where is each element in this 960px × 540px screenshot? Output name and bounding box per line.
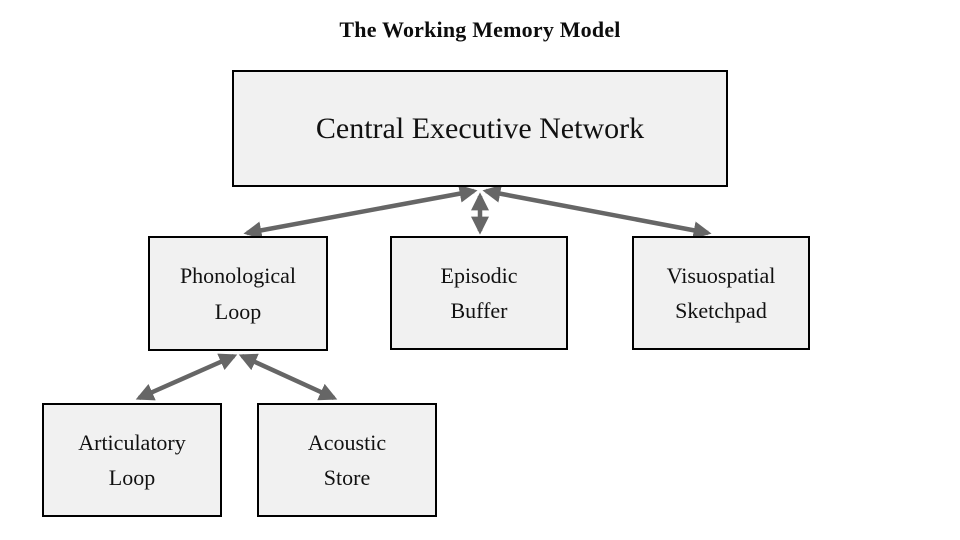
node-label-line: Phonological bbox=[179, 263, 297, 289]
node-articulatory-loop: Articulatory Loop bbox=[42, 403, 222, 517]
node-label-line: Articulatory bbox=[78, 429, 186, 455]
edge-central-to-visuospatial-arrow bbox=[482, 184, 712, 240]
node-label-line: Loop bbox=[214, 298, 262, 324]
node-phonological-loop: Phonological Loop bbox=[148, 236, 328, 351]
node-label-line: Sketchpad bbox=[675, 298, 767, 323]
node-visuospatial-sketchpad: Visuospatial Sketchpad bbox=[632, 236, 810, 350]
node-episodic-buffer: Episodic Buffer bbox=[390, 236, 568, 350]
node-label-line: Visuospatial bbox=[666, 262, 776, 288]
node-central-executive-network: Central Executive Network bbox=[232, 70, 728, 187]
node-label-line: Buffer bbox=[450, 298, 508, 323]
node-label: Central Executive Network bbox=[315, 111, 645, 145]
node-label-line: Episodic bbox=[440, 262, 518, 288]
edge-central-to-phonological-arrow bbox=[243, 184, 478, 240]
diagram-title: The Working Memory Model bbox=[339, 17, 621, 42]
node-label-line: Loop bbox=[108, 465, 156, 490]
edge-phonological-to-articulatory-arrow bbox=[135, 353, 238, 401]
node-label-line: Store bbox=[323, 465, 371, 490]
node-label-line: Acoustic bbox=[307, 429, 387, 455]
node-acoustic-store: Acoustic Store bbox=[257, 403, 437, 517]
edge-phonological-to-acoustic-arrow bbox=[238, 353, 338, 401]
